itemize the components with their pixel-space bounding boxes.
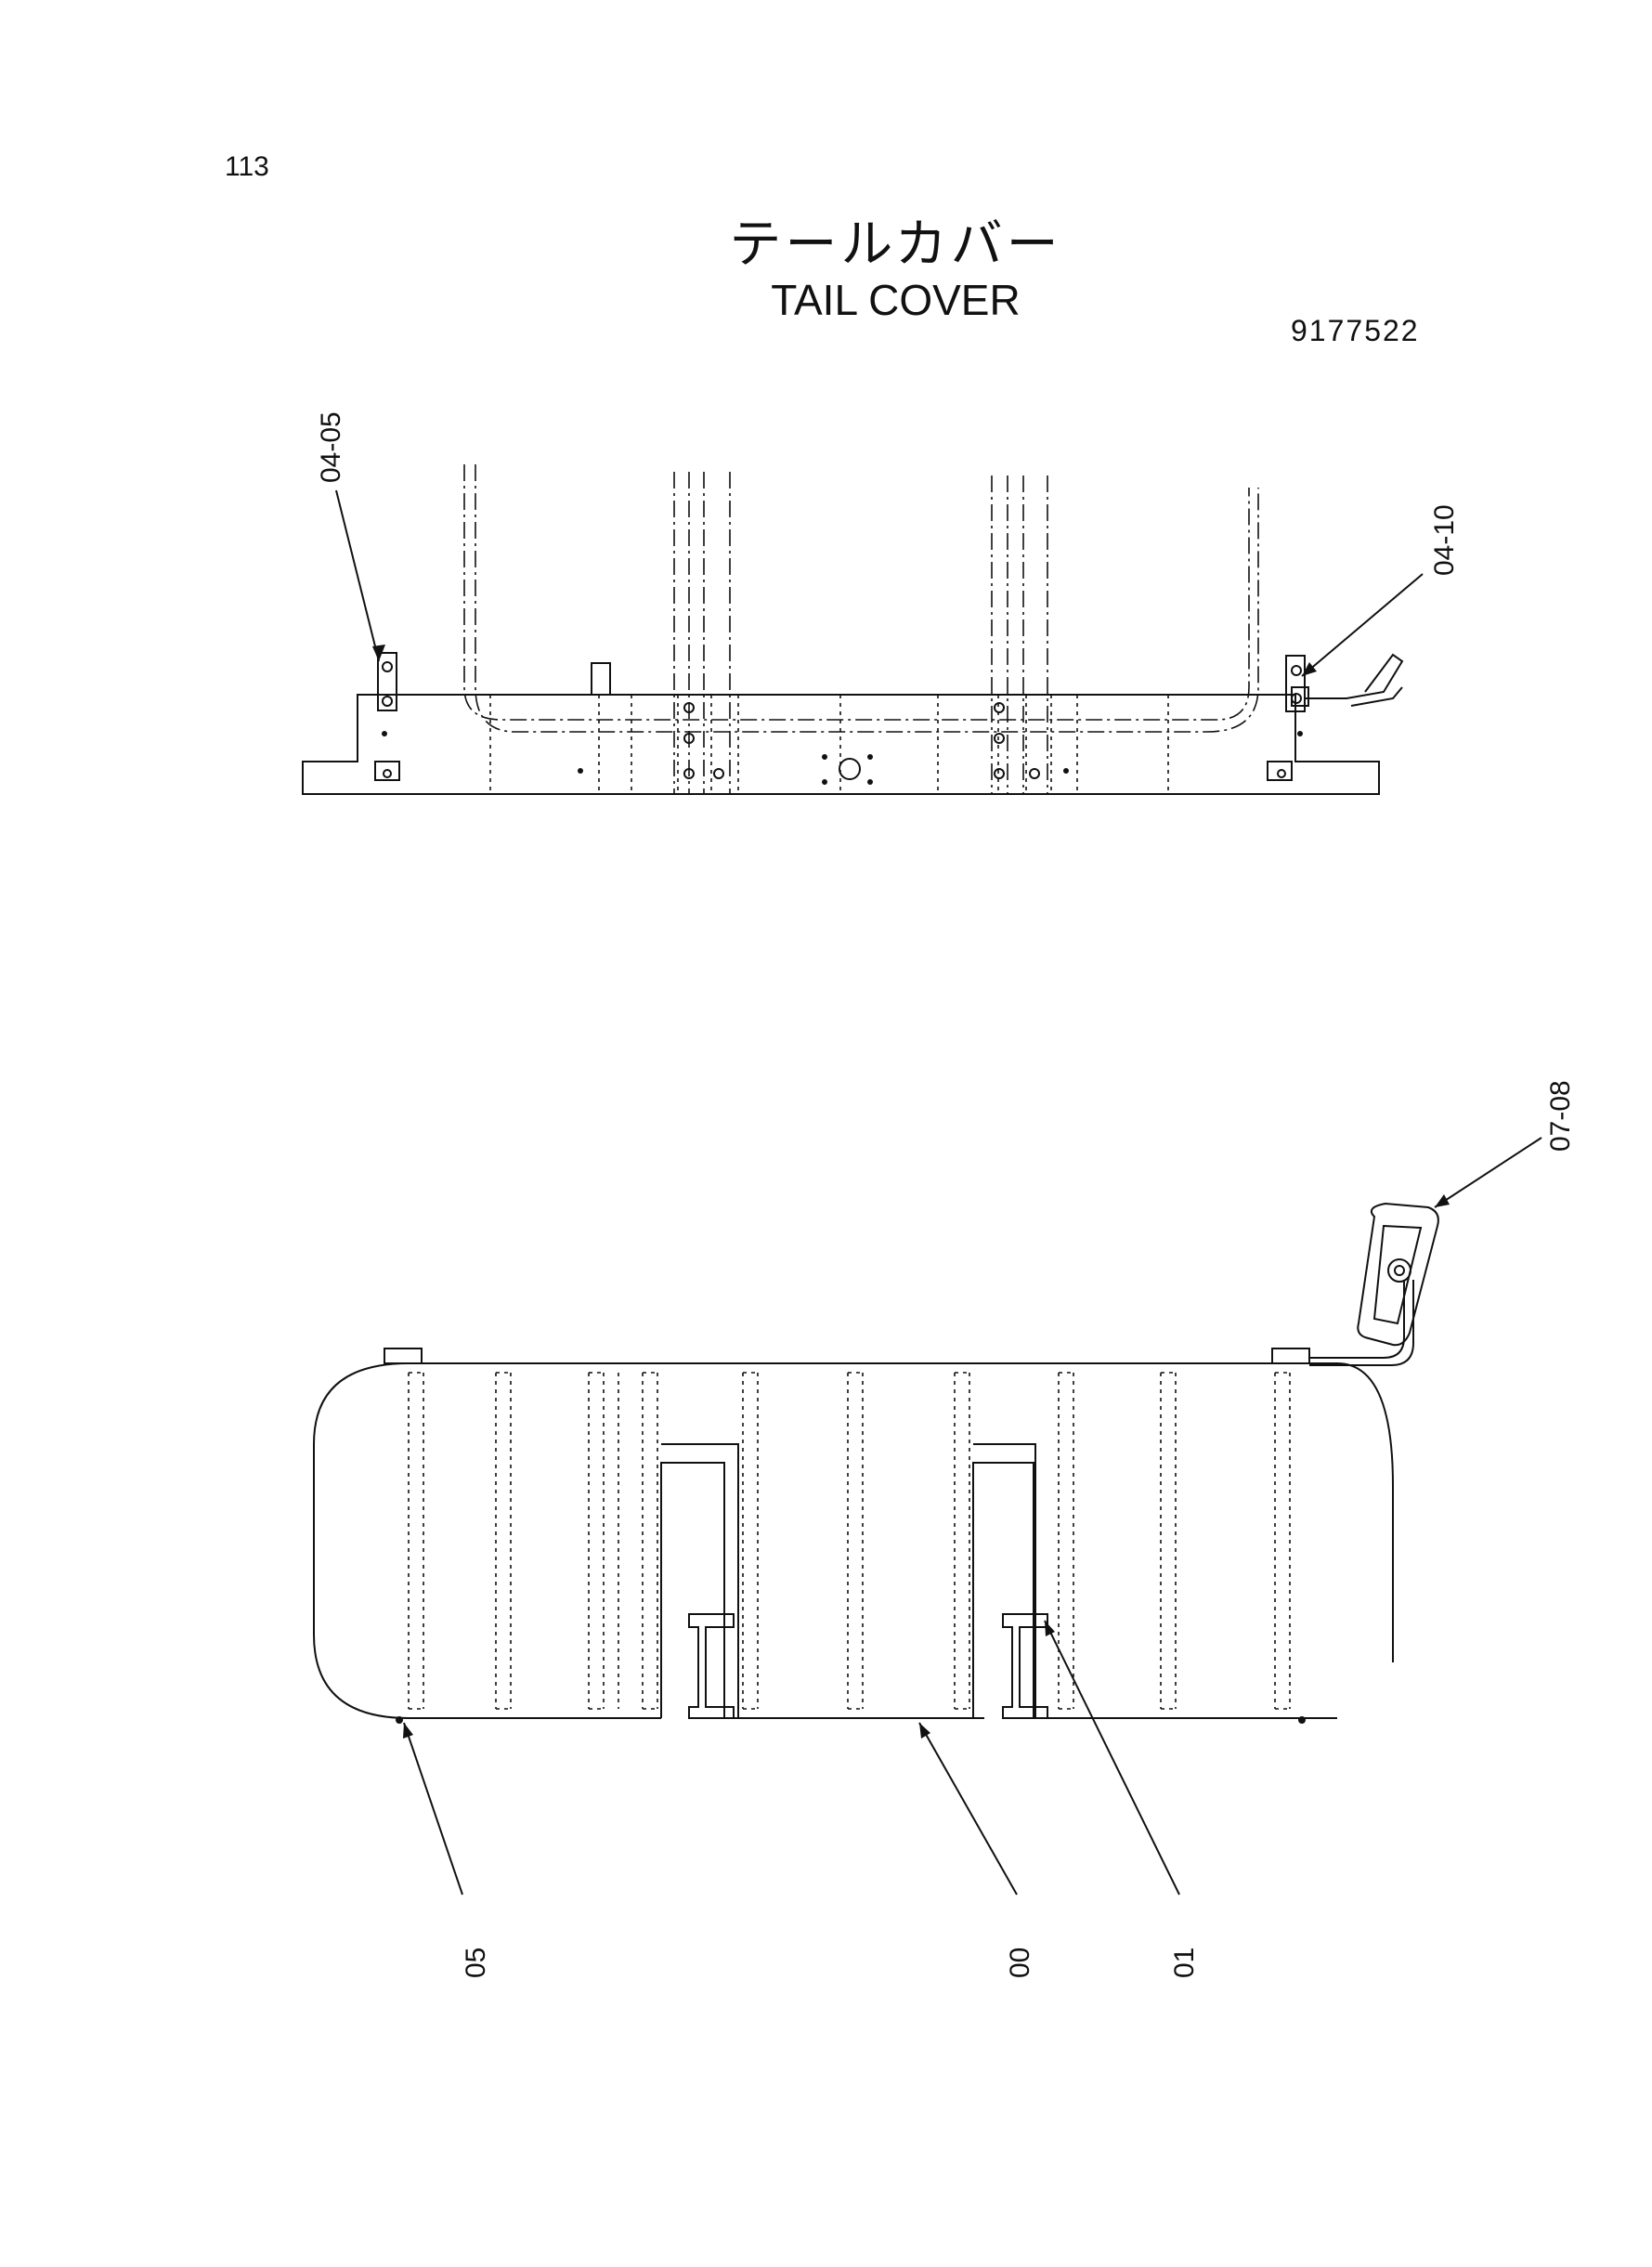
part-number: 9177522: [1291, 314, 1420, 347]
callout-label: 05: [461, 1948, 491, 1978]
leader-04-05: [335, 489, 380, 662]
callout-label: 04-10: [1429, 504, 1460, 576]
leader-01: [1044, 1620, 1180, 1896]
top-view: 04-05 04-10: [302, 411, 1460, 795]
side-view-ribs: [408, 1372, 1291, 1710]
top-view-outline: [302, 694, 1380, 795]
page-title-english: TAIL COVER: [771, 276, 1021, 324]
top-view-phantom-lines: [463, 464, 1259, 794]
top-view-mirror: [1305, 653, 1404, 699]
side-view-outline: [313, 1362, 1394, 1719]
callout-label: 04-05: [316, 411, 346, 483]
page-number: 113: [225, 151, 269, 182]
side-view-mirror: [1309, 1202, 1439, 1366]
leader-07-08: [1434, 1137, 1542, 1208]
leader-00: [918, 1722, 1018, 1896]
leader-04-10: [1301, 573, 1424, 677]
callout-label: 07-08: [1545, 1080, 1576, 1152]
page-title-japanese: テールカバー: [729, 215, 1062, 275]
top-view-holes: [382, 661, 1302, 780]
top-view-ribs: [489, 695, 1169, 794]
callout-label: 01: [1169, 1948, 1200, 1978]
leader-05: [403, 1722, 463, 1896]
callout-label: 00: [1005, 1948, 1035, 1978]
side-view: 07-08 05 00 01: [313, 1080, 1576, 1978]
